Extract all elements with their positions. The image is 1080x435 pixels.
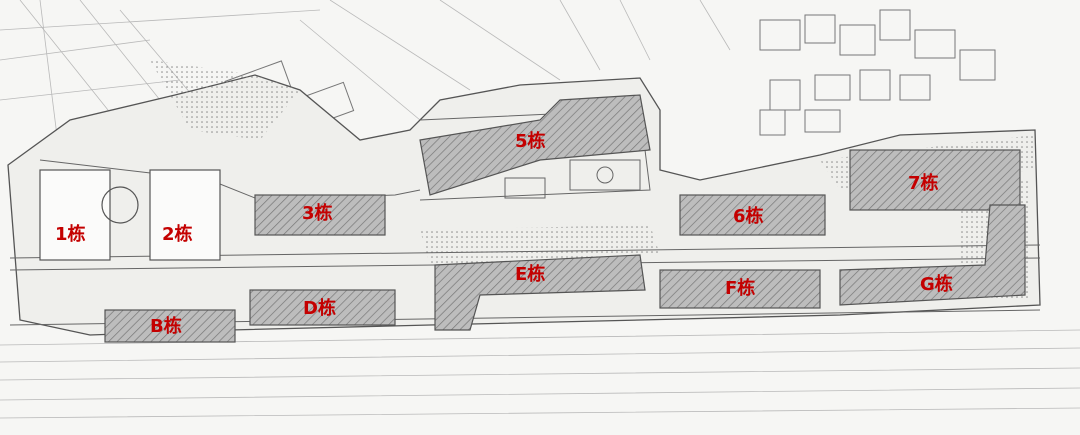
building-5-label: 5栋 (515, 131, 546, 152)
building-F-footprint (659, 269, 821, 309)
building-6-footprint (679, 194, 826, 236)
background-lines (0, 0, 1080, 419)
sports-court (504, 159, 641, 199)
existing-houses (759, 9, 996, 136)
building-G-footprint (839, 204, 1026, 306)
building-1-label: 1栋 (55, 224, 86, 245)
building-E-label: E栋 (515, 264, 546, 285)
building-7-label: 7栋 (908, 173, 939, 194)
building-D-label: D栋 (303, 298, 336, 319)
building-G-label: G栋 (920, 274, 953, 295)
building-B-label: B栋 (150, 316, 182, 337)
building-2-label: 2栋 (162, 224, 193, 245)
building-F-label: F栋 (725, 278, 756, 299)
building-5-footprint (419, 94, 651, 196)
building-7-footprint (849, 149, 1021, 211)
building-E-footprint (434, 254, 646, 331)
building-3-label: 3栋 (302, 203, 333, 224)
building-B-footprint (104, 309, 236, 343)
building-footprints (104, 94, 1026, 343)
building-6-label: 6栋 (733, 206, 764, 227)
building-3-footprint (254, 194, 386, 236)
building-1-2-outline (39, 169, 221, 261)
building-D-footprint (249, 289, 396, 326)
